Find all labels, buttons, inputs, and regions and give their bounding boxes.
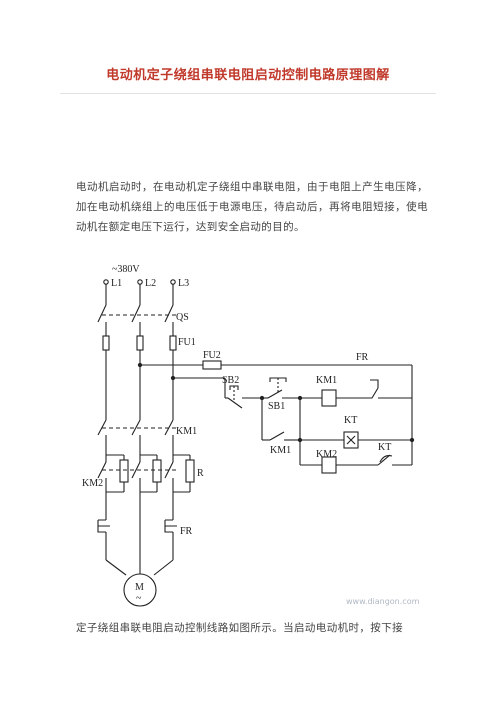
km1-aux-label: KM1 [270, 445, 291, 456]
fr-heater-label: FR [180, 526, 193, 537]
fu1-label: FU1 [178, 337, 196, 348]
motor-label: M [135, 582, 144, 593]
phase-label-l1: L1 [111, 278, 122, 289]
fr-contact-label: FR [356, 352, 369, 363]
km1-coil-label: KM1 [316, 375, 337, 386]
intro-paragraph: 电动机启动时，在电动机定子绕组中串联电阻，由于电阻上产生电压降，加在电动机绕组上… [76, 181, 428, 233]
km2-main-label: KM2 [82, 478, 103, 489]
voltage-label: ~380V [112, 264, 140, 275]
kt-contact-label: KT [378, 442, 391, 453]
km2-coil-label: KM2 [316, 449, 337, 460]
qs-label: QS [176, 312, 189, 323]
page-title: 电动机定子绕组串联电阻启动控制电路原理图解 [106, 68, 390, 83]
motor-ac-label: ~ [136, 593, 142, 604]
sb2-label: SB2 [222, 375, 239, 386]
phase-label-l3: L3 [178, 278, 189, 289]
title-divider [60, 93, 436, 94]
bottom-paragraph: 定子绕组串联电阻启动控制线路如图所示。当启动电动机时，按下接 [76, 622, 403, 634]
phase-label-l2: L2 [145, 278, 156, 289]
circuit-diagram: ~380V L1 L2 L3 QS FU1 FU2 FR SB2 SB1 KM1… [82, 264, 420, 607]
km1-main-label: KM1 [176, 426, 197, 437]
resistor-label: R [197, 468, 204, 479]
kt-coil-label: KT [344, 415, 357, 426]
watermark: www.diangon.com [346, 597, 420, 606]
sb1-label: SB1 [268, 401, 285, 412]
fu2-label: FU2 [203, 350, 221, 361]
